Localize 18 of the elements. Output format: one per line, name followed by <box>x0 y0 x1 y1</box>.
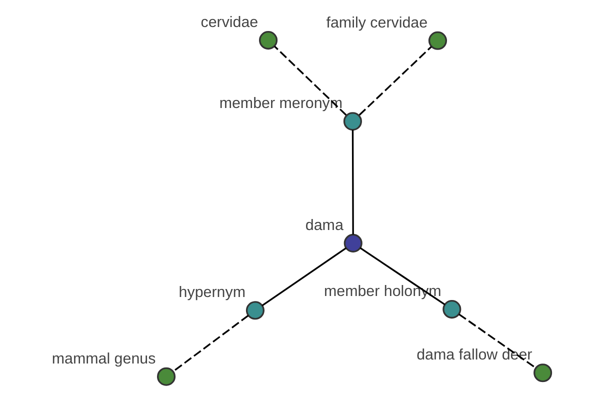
node-circle <box>342 112 362 131</box>
node-circle <box>533 364 552 382</box>
node-circle <box>156 367 176 386</box>
connector <box>458 314 536 368</box>
connector <box>358 46 432 116</box>
node-label: dama <box>304 217 343 234</box>
node-circle <box>428 31 446 50</box>
connector <box>261 247 346 306</box>
node-label: mammal genus <box>51 350 156 368</box>
node-circle <box>245 301 264 320</box>
node-label: cervidae <box>200 14 258 32</box>
node-label: family cervidae <box>326 14 428 32</box>
node-circle <box>343 234 362 252</box>
node-circle <box>258 31 278 50</box>
node-label: hypernym <box>178 284 245 302</box>
node-circle <box>442 300 461 319</box>
connector <box>351 130 354 234</box>
connector <box>172 314 248 372</box>
